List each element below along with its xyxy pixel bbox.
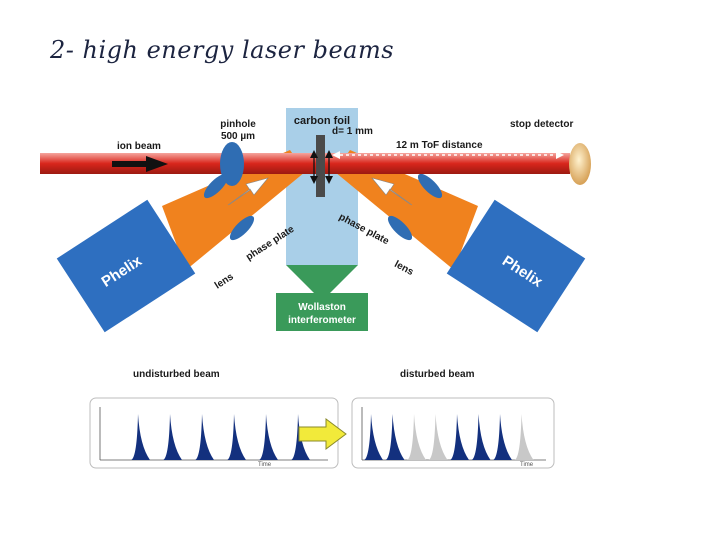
foil-thickness-label: d= 1 mm xyxy=(332,126,373,137)
pulse-peak xyxy=(195,414,214,460)
laser-beam-right xyxy=(335,150,478,270)
laser-beam-left xyxy=(162,150,305,270)
carbon-foil-label: carbon foil xyxy=(294,115,350,127)
beam-arrow-left xyxy=(227,177,269,206)
ion-beam-tube xyxy=(40,153,570,174)
pulse-peak xyxy=(259,414,278,460)
tof-arrow-left xyxy=(332,151,340,159)
stop-detector-label: stop detector xyxy=(510,119,573,130)
undisturbed-time-label: Time xyxy=(258,462,272,468)
wollaston-interferometer-box xyxy=(276,293,368,331)
pinhole-label: pinhole xyxy=(220,119,256,130)
foil-arrow-a-top xyxy=(310,150,318,158)
transition-arrow xyxy=(298,418,347,450)
lens-left-label: lens xyxy=(213,271,236,291)
phelix-box-left xyxy=(56,199,196,333)
pulse-peak xyxy=(428,414,448,460)
ion-beam-arrow-shaft xyxy=(112,161,146,167)
slide-title: 2- high energy laser beams xyxy=(50,36,395,64)
lens-left xyxy=(203,173,229,199)
disturbed-peaks xyxy=(364,414,534,460)
pinhole xyxy=(220,142,244,186)
tof-arrow-right xyxy=(556,151,564,159)
pulse-peak xyxy=(227,414,246,460)
tof-distance-label: 12 m ToF distance xyxy=(396,140,483,151)
carbon-foil xyxy=(316,135,325,197)
pulse-peak xyxy=(471,414,491,460)
ion-beam-label: ion beam xyxy=(117,141,161,152)
phase-plate-right xyxy=(387,215,413,241)
wollaston-label: Wollaston xyxy=(298,302,346,313)
interferometer-funnel xyxy=(286,265,358,293)
pulse-peak xyxy=(407,414,426,460)
ion-beam-arrow-head xyxy=(146,156,168,172)
pulse-peak xyxy=(131,414,150,460)
pulse-peak xyxy=(514,414,534,460)
pulse-peak xyxy=(163,414,182,460)
disturbed-title: disturbed beam xyxy=(400,369,475,380)
beam-arrow-right xyxy=(371,177,413,206)
pinhole-size-label: 500 µm xyxy=(221,131,255,142)
foil-arrow-b-bottom xyxy=(325,176,333,184)
interferometer-label: interferometer xyxy=(288,315,356,326)
phase-plate-left xyxy=(229,215,255,241)
pulse-peak xyxy=(364,414,383,460)
disturbed-time-label: Time xyxy=(520,462,534,468)
lens-right xyxy=(417,173,443,199)
foil-arrow-a-bottom xyxy=(310,176,318,184)
foil-arrow-b-top xyxy=(325,150,333,158)
lens-right-label: lens xyxy=(392,259,415,278)
undisturbed-title: undisturbed beam xyxy=(133,369,220,380)
stop-detector xyxy=(569,143,591,185)
pulse-peak xyxy=(493,414,512,460)
phelix-box-right xyxy=(446,199,586,333)
pulse-peak xyxy=(450,414,469,460)
pulse-peak xyxy=(385,414,405,460)
